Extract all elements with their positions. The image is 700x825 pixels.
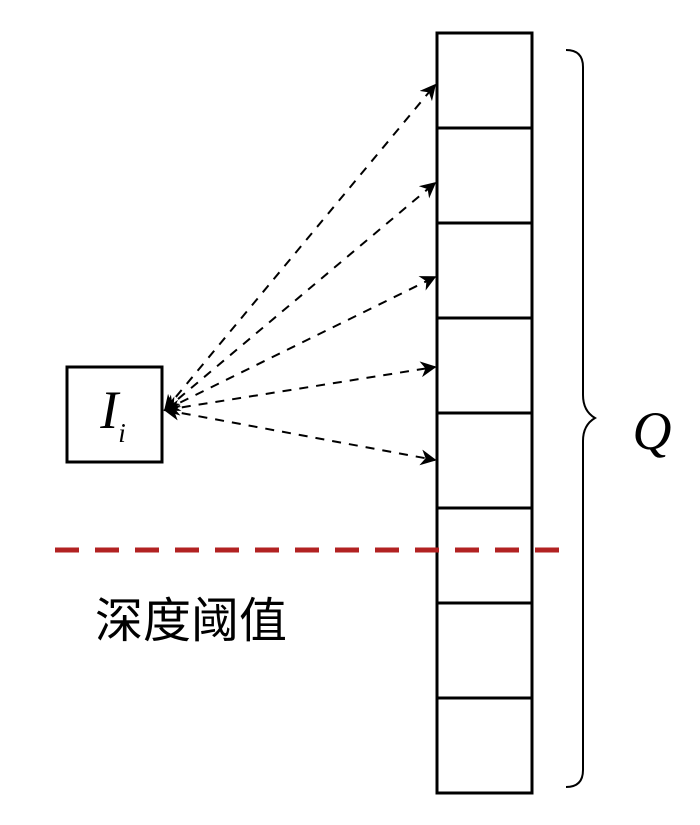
depth-threshold-label: 深度阈值	[95, 593, 287, 649]
queue-stack	[435, 31, 534, 795]
queue-cell	[435, 411, 534, 510]
dashed-arrow	[163, 83, 437, 412]
source-label-main: I	[99, 380, 121, 440]
source-node: Ii	[65, 365, 164, 464]
queue-cell	[435, 221, 534, 320]
dashed-arrow	[163, 361, 437, 416]
source-box	[65, 365, 164, 464]
queue-cell	[435, 601, 534, 700]
source-label: Ii	[99, 380, 126, 448]
arrow-layer	[163, 83, 437, 466]
queue-label: Q	[633, 401, 672, 461]
queue-cell	[435, 126, 534, 225]
source-label-subscript: i	[118, 418, 126, 448]
queue-brace	[565, 49, 597, 788]
dashed-arrow	[163, 404, 437, 466]
queue-cell	[435, 696, 534, 795]
queue-cell	[435, 506, 534, 605]
queue-cell	[435, 316, 534, 415]
queue-cell	[435, 31, 534, 130]
